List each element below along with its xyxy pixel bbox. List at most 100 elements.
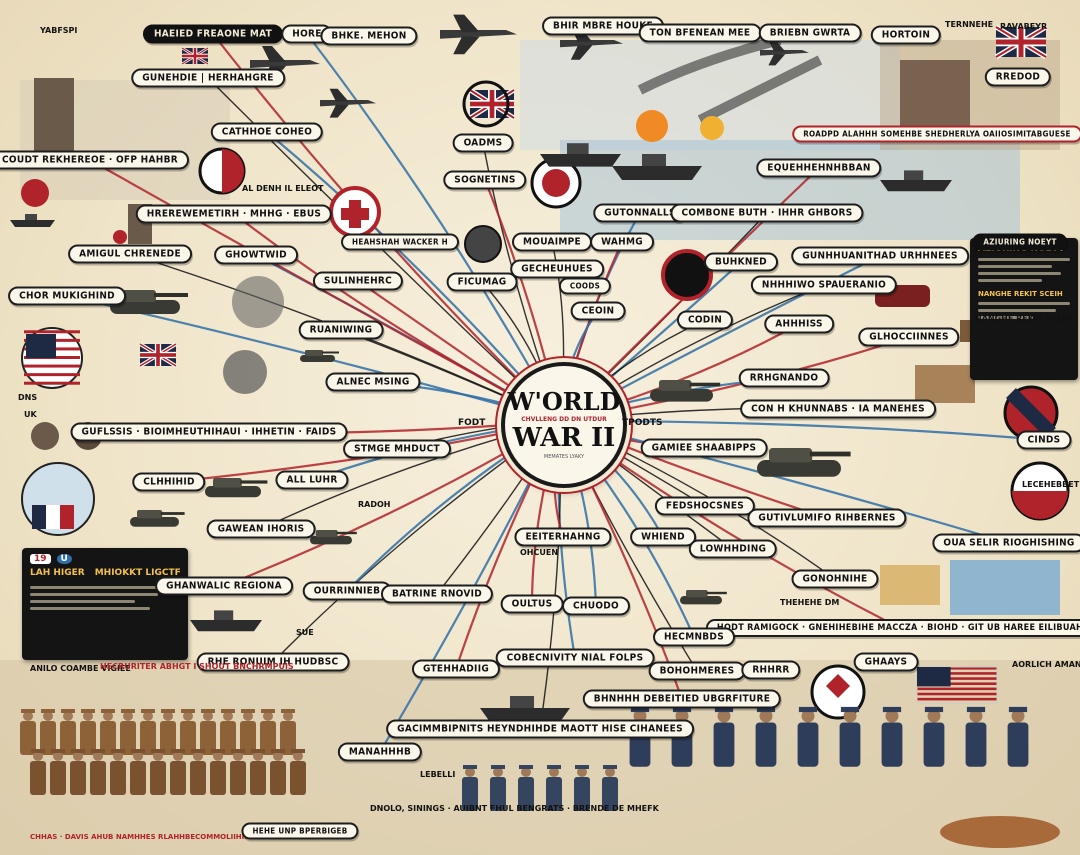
- soldier-icon: [160, 721, 176, 755]
- label-haeied-freaone-mat: HAEIED FREAONE MAT: [142, 24, 284, 44]
- soldier-icon: [602, 777, 618, 811]
- soldier-head: [273, 751, 283, 761]
- small-red-dot: [113, 230, 127, 244]
- crate-icon: [915, 365, 975, 403]
- soldier-cap: [491, 765, 505, 769]
- badge-half: [1012, 491, 1068, 519]
- tank-barrel: [322, 351, 339, 354]
- label-lebelli: LEBELLI: [420, 770, 456, 779]
- label-cathhoe-coheo: CATHHOE COHEO: [210, 122, 324, 142]
- insignia-center: [542, 169, 570, 197]
- tank-barrel: [336, 531, 357, 535]
- explosion-icon: [700, 116, 724, 140]
- soldier-icon: [290, 761, 306, 795]
- ship-tower: [25, 214, 37, 220]
- soldier-icon: [462, 777, 478, 811]
- label-sulinhehrc: SULINHEHRC: [312, 271, 404, 291]
- soldier-cap: [151, 749, 165, 753]
- soldier-head: [103, 711, 113, 721]
- soldier-cap: [575, 765, 589, 769]
- soldier-icon: [70, 761, 86, 795]
- red-circle-icon: [21, 179, 49, 207]
- label-amigul-chrenede: AMIGUL CHRENEDE: [68, 244, 192, 264]
- soldier-icon: [190, 761, 206, 795]
- battleship-icon: [10, 220, 55, 227]
- connector-line: [89, 159, 561, 422]
- smoke-cloud: [223, 350, 267, 394]
- soldier-cap: [271, 749, 285, 753]
- aircraft-icon: [320, 100, 376, 107]
- soldier-icon: [150, 761, 166, 795]
- soldier-icon: [713, 722, 735, 767]
- soldier-cap: [141, 709, 155, 713]
- explosion-icon: [636, 110, 668, 142]
- soldier-head: [465, 767, 475, 777]
- tank-icon: [680, 596, 722, 605]
- soldier-icon: [20, 721, 36, 755]
- soldier-cap: [966, 706, 986, 713]
- dark-circle-badge: [661, 249, 713, 301]
- soldier-head: [73, 751, 83, 761]
- label-count-rekhereoe: COUDT REKHEREOE · OFP HAHBR: [0, 150, 189, 170]
- tank-barrel: [154, 293, 188, 297]
- us-flag-stripe: [24, 330, 80, 334]
- soldier-cap: [211, 749, 225, 753]
- flag-cross-h-red: [996, 39, 1046, 45]
- label-combone-buth: COMBONE BUTH · IHHR GHBORS: [670, 203, 864, 223]
- flag-cross-h-red: [140, 353, 176, 357]
- portrait-icon: [464, 225, 502, 263]
- label-sognetins: SOGNETINS: [443, 170, 527, 190]
- label-ghaays: GHAAYS: [853, 652, 919, 672]
- tank-icon: [650, 389, 713, 402]
- soldier-icon: [220, 721, 236, 755]
- map-inset: [880, 565, 940, 605]
- label-ternnehe: TERNNEHE: [945, 20, 994, 29]
- tank-turret: [120, 290, 156, 302]
- soldier-icon: [574, 777, 590, 811]
- label-gecheuhues: GECHEUHUES: [510, 259, 604, 279]
- soldier-icon: [140, 721, 156, 755]
- hub-title-line2: WAR II: [512, 423, 616, 453]
- label-batrine-rnovid: BATRINE RNOVID: [380, 584, 494, 604]
- battleship-icon: [540, 154, 621, 167]
- aircraft-wing: [453, 14, 480, 55]
- label-ghanwalic-regiona: GHANWALIC REGIONA: [155, 576, 293, 596]
- soldier-cap: [261, 709, 275, 713]
- flag-cross-h-red: [182, 54, 208, 58]
- label-mouaimpe: MOUAIMPE: [511, 232, 593, 252]
- soldier-head: [283, 711, 293, 721]
- label-bottom-mid-caption: HEHE UNP BPERBIGEB: [241, 822, 359, 840]
- soldier-head: [633, 709, 647, 723]
- tank-icon: [110, 300, 180, 314]
- label-cinds: CINDS: [1016, 430, 1072, 450]
- label-thehehe-dm: THEHEHE DM: [780, 598, 840, 607]
- french-flag-blue: [32, 505, 46, 529]
- u-badge: U: [56, 554, 72, 564]
- label-gutivlumifo-rihbernes: GUTIVLUMIFO RIHBERNES: [747, 508, 907, 528]
- us-flag-stripe: [917, 677, 997, 680]
- soldier-icon: [797, 722, 819, 767]
- soldier-cap: [111, 749, 125, 753]
- label-dns: DNS: [18, 393, 38, 402]
- soldier-cap: [630, 706, 650, 713]
- soldier-cap: [191, 749, 205, 753]
- aircraft-icon: [560, 40, 623, 48]
- panel-heading: LAH HIGER: [30, 568, 85, 578]
- soldier-head: [969, 709, 983, 723]
- soldier-icon: [230, 761, 246, 795]
- tank-icon: [300, 355, 335, 362]
- soldier-cap: [231, 749, 245, 753]
- tank-icon: [310, 536, 352, 545]
- label-alnec-msing: ALNEC MSING: [325, 372, 421, 392]
- label-hecruriter-abhgt: HECRURITER ABHGT I SHOUT BNCHRMPUIS: [100, 662, 294, 671]
- soldier-head: [927, 709, 941, 723]
- soldier-icon: [180, 721, 196, 755]
- soldier-head: [577, 767, 587, 777]
- red-cross-icon: [341, 200, 369, 228]
- soldier-head: [885, 709, 899, 723]
- ruins-icon: [900, 60, 970, 130]
- us-flag-stripe: [917, 682, 997, 685]
- soldier-head: [163, 711, 173, 721]
